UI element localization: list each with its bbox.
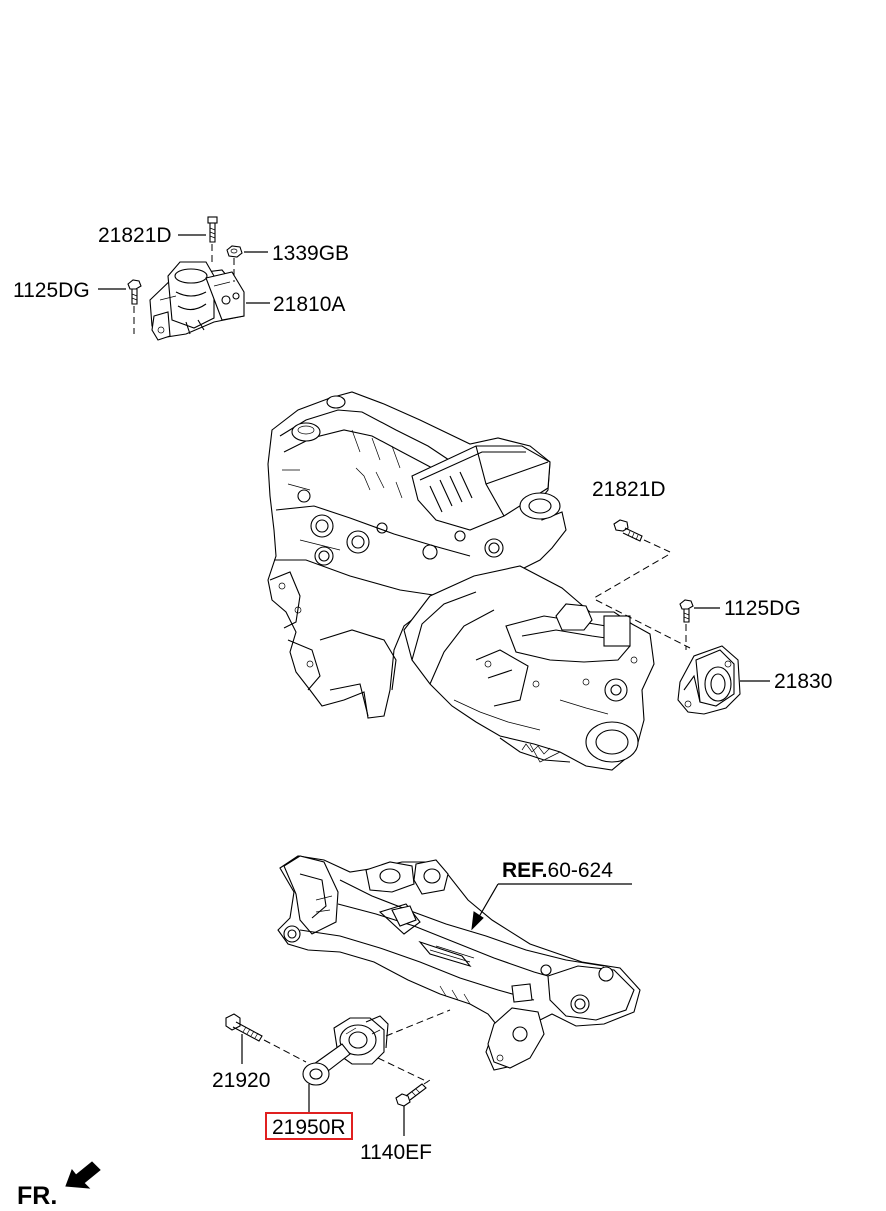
roll-rod-mount-21950r (302, 1009, 451, 1086)
engine-mount-bracket-21810a (149, 261, 245, 341)
label-1125dg-right: 1125DG (724, 597, 801, 620)
bolt-1140ef (395, 1079, 431, 1107)
label-1140ef: 1140EF (360, 1141, 432, 1164)
bolt-21821d-top (207, 216, 218, 262)
label-21810a: 21810A (273, 293, 345, 316)
label-21920: 21920 (212, 1069, 270, 1092)
label-21821d-top: 21821D (98, 224, 172, 247)
label-21821d-right: 21821D (592, 478, 666, 501)
label-1125dg-left: 1125DG (13, 279, 90, 302)
engine-transaxle-assembly (267, 391, 655, 771)
label-ref-number: 60-624 (548, 859, 614, 882)
label-1339gb: 1339GB (272, 242, 349, 265)
front-direction-arrow-icon (65, 1161, 101, 1189)
ref-leader (471, 883, 632, 931)
nut-1339gb (226, 245, 243, 282)
bolt-1125dg-left (127, 279, 142, 334)
label-front: FR. (17, 1182, 57, 1210)
label-ref-60-624: REF.60-624 (502, 859, 613, 882)
label-ref-prefix: REF. (502, 859, 548, 882)
highlight-box-21950r (265, 1112, 353, 1140)
label-21830: 21830 (774, 670, 832, 693)
bolt-21920 (225, 1013, 307, 1063)
bolt-1125dg-right (679, 599, 694, 650)
front-subframe-ref-60-624 (277, 855, 641, 1071)
bolt-21821d-right (593, 519, 691, 649)
transmission-mount-21830 (677, 645, 741, 715)
label-21950r[interactable]: 21950R (272, 1116, 346, 1139)
